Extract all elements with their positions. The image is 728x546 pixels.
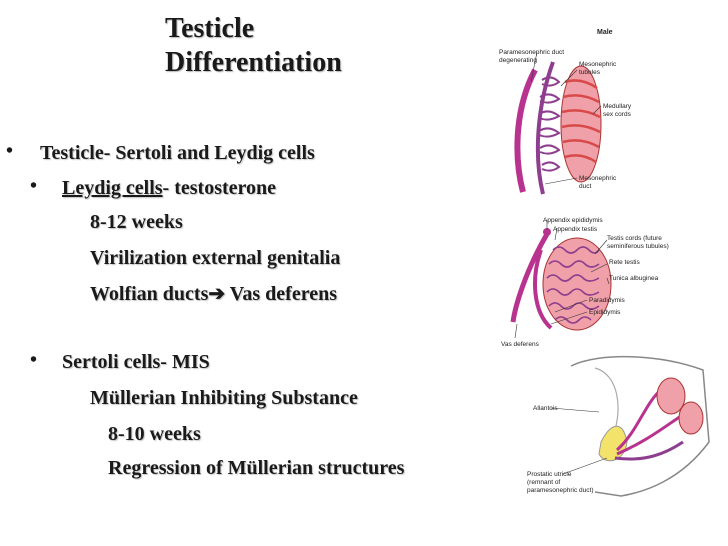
bullet-leydig: Leydig cells- testosterone xyxy=(62,176,276,200)
label-appendix-testis: Appendix testis xyxy=(553,226,598,233)
testis-shape xyxy=(560,65,602,183)
vas-deferens-duct xyxy=(510,232,550,323)
vas-deferens-text: Vas deferens xyxy=(225,283,337,305)
bullet-main: Testicle- Sertoli and Leydig cells xyxy=(40,142,315,164)
label-duct: duct xyxy=(579,183,591,190)
slide-title: Testicle Differentiation xyxy=(165,12,342,80)
label-sex-cords: sex cords xyxy=(603,111,632,118)
panel-early-testis: Male Para xyxy=(499,29,632,195)
label-vas-deferens: Vas deferens xyxy=(501,341,540,348)
embryology-figure: Male Para xyxy=(499,29,710,497)
testis-cords xyxy=(546,246,600,324)
paramesonephric-duct xyxy=(514,68,538,193)
label-epididymis: Epididymis xyxy=(589,309,621,316)
label-rete-testis: Rete testis xyxy=(609,259,640,266)
title-line-2: Differentiation xyxy=(165,47,342,78)
title-line-1: Testicle xyxy=(165,13,255,44)
label-tunica: Tunica albuginea xyxy=(609,275,659,282)
bullet-sertoli: Sertoli cells- MIS xyxy=(62,351,210,373)
label-paramesonephric: Paramesonephric duct xyxy=(499,49,564,56)
sertoli-item-weeks: 8-10 weeks xyxy=(108,423,201,445)
label-paramesonephric-remnant: paramesonephric duct) xyxy=(527,487,593,494)
label-medullary: Medullary xyxy=(603,103,632,110)
bullet-dot: • xyxy=(6,140,14,162)
leydig-rest: - testosterone xyxy=(162,177,277,199)
mesonephric-tubules xyxy=(538,76,561,172)
leydig-item-weeks: 8-12 weeks xyxy=(90,211,183,233)
label-tubules: tubules xyxy=(579,69,601,76)
bullet-dot: • xyxy=(30,349,38,371)
bullet-dot: • xyxy=(30,175,38,197)
label-testis-cords: Testis cords (future xyxy=(607,235,662,242)
arrow-right-icon: ➔ xyxy=(208,283,226,305)
label-mesonephric-tubules: Mesonephric xyxy=(579,61,617,68)
sertoli-item-regression: Regression of Müllerian structures xyxy=(108,457,405,479)
sertoli-item-mis: Müllerian Inhibiting Substance xyxy=(90,387,358,409)
testis-right xyxy=(678,401,704,435)
label-degenerating: degenerating xyxy=(499,57,537,64)
panel-developed-testis: Appendix epididymis Appendix testis Test… xyxy=(501,217,669,348)
testis-left xyxy=(656,377,686,415)
figure-title: Male xyxy=(597,29,613,36)
label-seminiferous: seminiferous tubules) xyxy=(607,243,669,250)
label-prostatic-utricle: Prostatic utricle xyxy=(527,471,572,478)
medullary-cords xyxy=(561,79,601,164)
label-allantois: Allantois xyxy=(533,405,558,412)
epididymis-duct xyxy=(533,249,553,330)
leydig-heading: Leydig cells xyxy=(62,177,163,199)
leydig-item-virilization: Virilization external genitalia xyxy=(90,247,341,269)
bullet-list: • Testicle- Sertoli and Leydig cells • L… xyxy=(6,140,405,479)
mesonephric-duct xyxy=(535,61,555,195)
label-mesonephric-duct: Mesonephric xyxy=(579,175,617,182)
panel-pelvic-view: Allantois Prostatic utricle (remnant of … xyxy=(527,355,710,497)
label-appendix-epididymis: Appendix epididymis xyxy=(543,217,603,224)
label-remnant: (remnant of xyxy=(527,479,560,486)
wolfian-text: Wolfian ducts xyxy=(90,283,209,305)
leydig-item-wolfian: Wolfian ducts➔ Vas deferens xyxy=(90,282,337,306)
testis-body xyxy=(542,237,612,331)
appendix-epididymis xyxy=(543,228,551,236)
body-outline xyxy=(570,355,710,497)
label-paradidymis: Paradidymis xyxy=(589,297,626,304)
